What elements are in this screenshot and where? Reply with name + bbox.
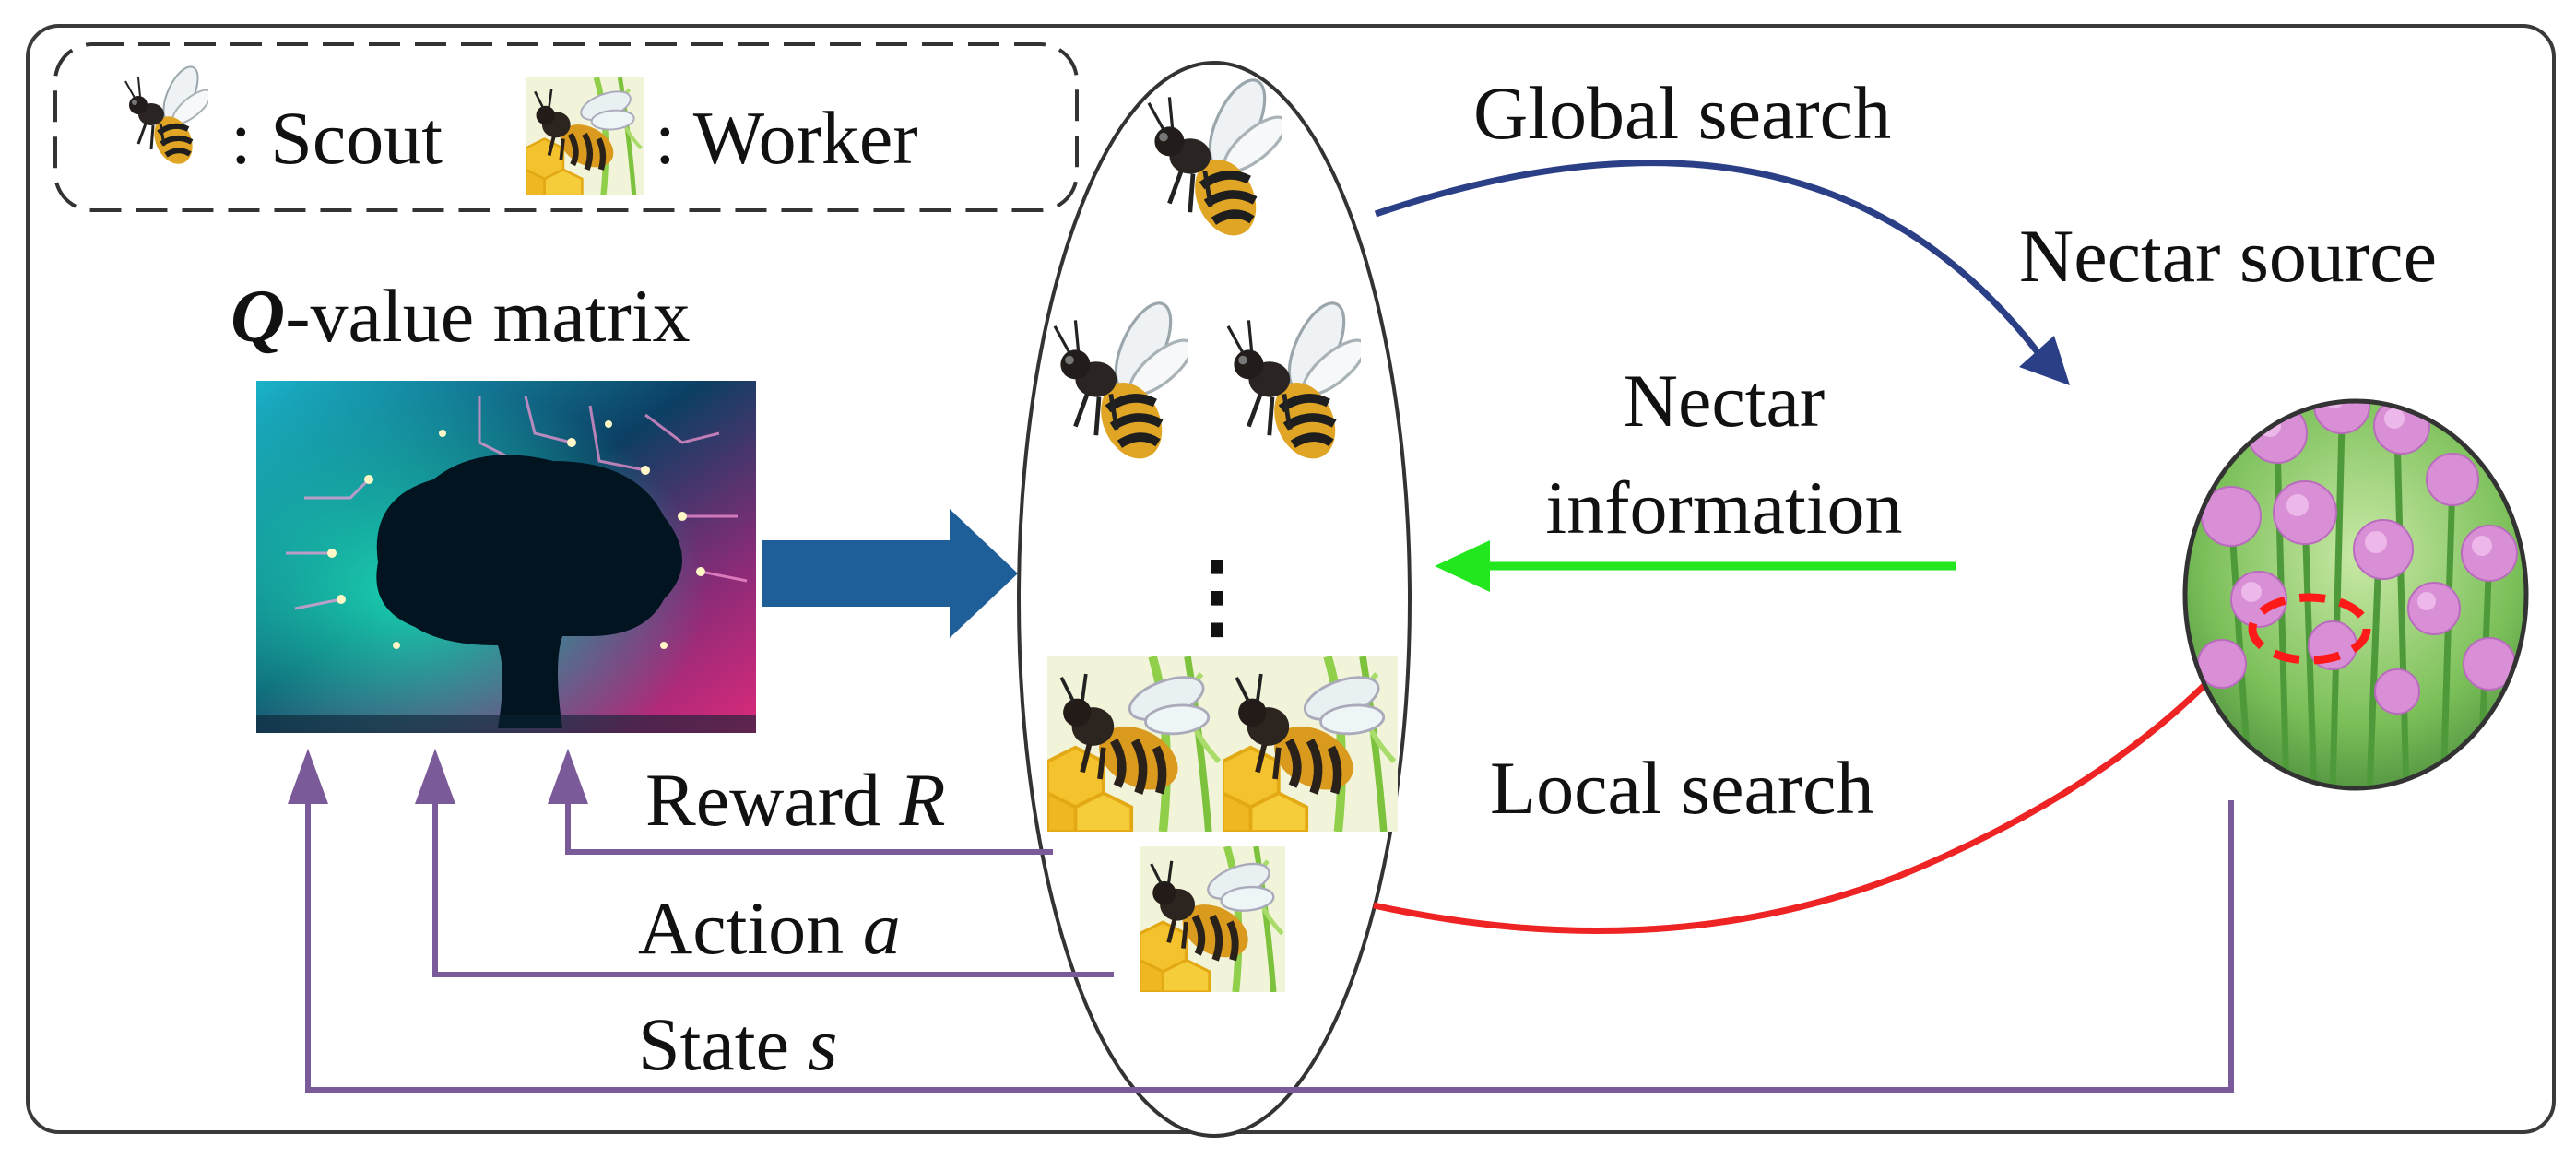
legend-scout-label: : Scout — [230, 96, 443, 180]
q-symbol: Q — [230, 274, 285, 358]
state-feedback-arrow — [288, 749, 2234, 1093]
state-text: State — [638, 1002, 808, 1086]
local-search-label: Local search — [1490, 746, 1874, 830]
nectar-info-label-line2: information — [1545, 466, 1902, 549]
worker-bee-icon — [1047, 656, 1223, 832]
action-label: Action a — [638, 886, 901, 970]
chive-flowers-image — [2182, 398, 2529, 791]
outer-frame — [26, 24, 2556, 1134]
worker-bee-icon — [1140, 846, 1285, 992]
legend-box: : Scout : Worker — [53, 42, 1079, 212]
scout-bee-icon — [125, 62, 216, 170]
more-bees-ellipsis: ⋮ — [1171, 545, 1263, 647]
action-symbol: a — [863, 886, 901, 970]
worker-bee-icon — [1223, 656, 1398, 832]
q-title-rest: -value matrix — [285, 274, 690, 358]
nectar-information-arrow — [1435, 540, 1956, 592]
reward-symbol: R — [899, 758, 946, 842]
nectar-info-label-line1: Nectar — [1624, 359, 1826, 443]
action-feedback-arrow — [415, 749, 1114, 977]
reward-text: Reward — [645, 758, 900, 842]
reward-feedback-arrow — [548, 749, 1053, 855]
action-text: Action — [638, 886, 863, 970]
nectar-source-title: Nectar source — [2019, 214, 2437, 298]
state-symbol: s — [808, 1002, 837, 1086]
nectar-highlight-ring — [2248, 593, 2371, 665]
legend-worker-label: : Worker — [655, 96, 918, 180]
global-search-arrow — [1374, 160, 2070, 385]
reward-label: Reward R — [645, 758, 946, 842]
q-to-hive-arrow — [762, 509, 1018, 638]
global-search-label: Global search — [1473, 71, 1891, 155]
state-label: State s — [638, 1002, 837, 1086]
brain-circuit-image — [256, 381, 756, 733]
q-matrix-title: Q-value matrix — [230, 274, 691, 358]
worker-bee-icon — [526, 77, 644, 195]
